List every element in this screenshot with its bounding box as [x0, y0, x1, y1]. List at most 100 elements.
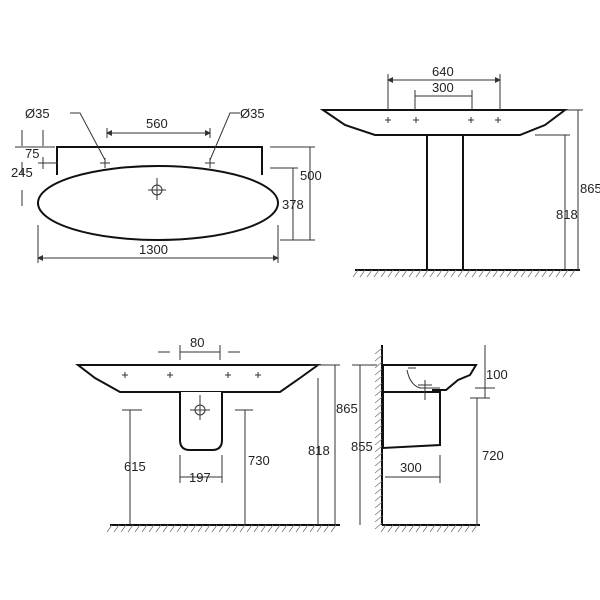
- hatch-line: [555, 269, 562, 278]
- hatch-line: [106, 524, 113, 533]
- hatch-line: [374, 452, 383, 460]
- hatch-line: [309, 524, 316, 533]
- hatch-line: [148, 524, 155, 533]
- waste-height-label: 730: [248, 453, 270, 468]
- hatch-line: [374, 403, 383, 411]
- hatch-line: [134, 524, 141, 533]
- tap-hole-left-label: Ø35: [25, 106, 50, 121]
- hatch-line: [113, 524, 120, 533]
- height-label: 855: [351, 439, 373, 454]
- rim-height-label: 818: [556, 207, 578, 222]
- projection-label: 300: [400, 460, 422, 475]
- hatch-line: [415, 269, 422, 278]
- hatch-line: [492, 269, 499, 278]
- tap-hole-right-label: Ø35: [240, 106, 265, 121]
- hatch-line: [485, 269, 492, 278]
- hatch-line: [374, 382, 383, 390]
- hatch-line: [141, 524, 148, 533]
- hatch-line: [374, 375, 383, 383]
- hatch-line: [374, 522, 383, 530]
- hatch-line: [408, 269, 415, 278]
- hatch-line: [436, 524, 443, 533]
- hatch-line: [176, 524, 183, 533]
- hatch-line: [380, 269, 387, 278]
- back-to-tap-label: 75: [25, 146, 39, 161]
- hatch-line: [374, 473, 383, 481]
- hatch-line: [541, 269, 548, 278]
- hatch-line: [374, 459, 383, 467]
- hatch-line: [281, 524, 288, 533]
- hatch-line: [232, 524, 239, 533]
- hatch-line: [155, 524, 162, 533]
- hatch-line: [218, 524, 225, 533]
- hatch-line: [330, 524, 337, 533]
- tap-spacing-label: 560: [146, 116, 168, 131]
- front-pedestal-view: 640 300 865 818: [319, 64, 600, 278]
- tap-hole-marks: [100, 158, 215, 168]
- hatch-line: [422, 524, 429, 533]
- hatch-line: [374, 361, 383, 369]
- basin-outline: [319, 109, 568, 136]
- width-label: 1300: [139, 242, 168, 257]
- hatch-line: [374, 417, 383, 425]
- hatch-line: [394, 524, 401, 533]
- hatch-line: [274, 524, 281, 533]
- overall-width-label: 640: [432, 64, 454, 79]
- hatch-line: [374, 410, 383, 418]
- hatch-line: [162, 524, 169, 533]
- inner-width-label: 300: [432, 80, 454, 95]
- depth-label: 500: [300, 168, 322, 183]
- hatch-line: [422, 269, 429, 278]
- drain-offset-label: 80: [190, 335, 204, 350]
- hatching: [106, 524, 337, 533]
- underside-height-label: 720: [482, 448, 504, 463]
- hatch-line: [253, 524, 260, 533]
- pedestal-outline: [426, 135, 464, 270]
- basin-outline: [75, 364, 322, 393]
- hatch-line: [387, 524, 394, 533]
- hatch-line: [374, 424, 383, 432]
- hatch-line: [569, 269, 576, 278]
- hatch-line: [374, 431, 383, 439]
- hatch-line: [401, 524, 408, 533]
- hatch-line: [211, 524, 218, 533]
- hatch-line: [374, 494, 383, 502]
- hatch-line: [239, 524, 246, 533]
- pedestal-bottom-height-label: 615: [124, 459, 146, 474]
- hatch-line: [352, 269, 359, 278]
- hatch-line: [197, 524, 204, 533]
- hatch-line: [204, 524, 211, 533]
- hatch-line: [323, 524, 330, 533]
- basin-back-outline: [56, 146, 263, 175]
- hatch-line: [408, 524, 415, 533]
- hatch-line: [548, 269, 555, 278]
- hatch-line: [520, 269, 527, 278]
- hatch-line: [295, 524, 302, 533]
- hatch-line: [471, 269, 478, 278]
- total-height-label: 865: [336, 401, 358, 416]
- hatch-line: [316, 524, 323, 533]
- hatch-line: [302, 524, 309, 533]
- back-to-drain-label: 245: [11, 165, 33, 180]
- semi-pedestal-outline: [179, 392, 223, 451]
- side-view: 855 100 720 300: [351, 345, 508, 533]
- hatch-line: [443, 524, 450, 533]
- hatch-line: [394, 269, 401, 278]
- hatch-line: [457, 524, 464, 533]
- hatch-line: [374, 501, 383, 509]
- hatch-line: [225, 524, 232, 533]
- waste-icon: [190, 395, 210, 420]
- hatching: [374, 347, 478, 533]
- hatch-line: [374, 487, 383, 495]
- hatch-line: [478, 269, 485, 278]
- bowl-depth-label: 100: [486, 367, 508, 382]
- hatch-line: [374, 438, 383, 446]
- hatch-line: [562, 269, 569, 278]
- semi-pedestal-profile: [382, 391, 441, 450]
- hatch-line: [380, 524, 387, 533]
- hatch-line: [374, 466, 383, 474]
- hatch-line: [374, 508, 383, 516]
- hatch-line: [429, 269, 436, 278]
- hatch-line: [374, 368, 383, 376]
